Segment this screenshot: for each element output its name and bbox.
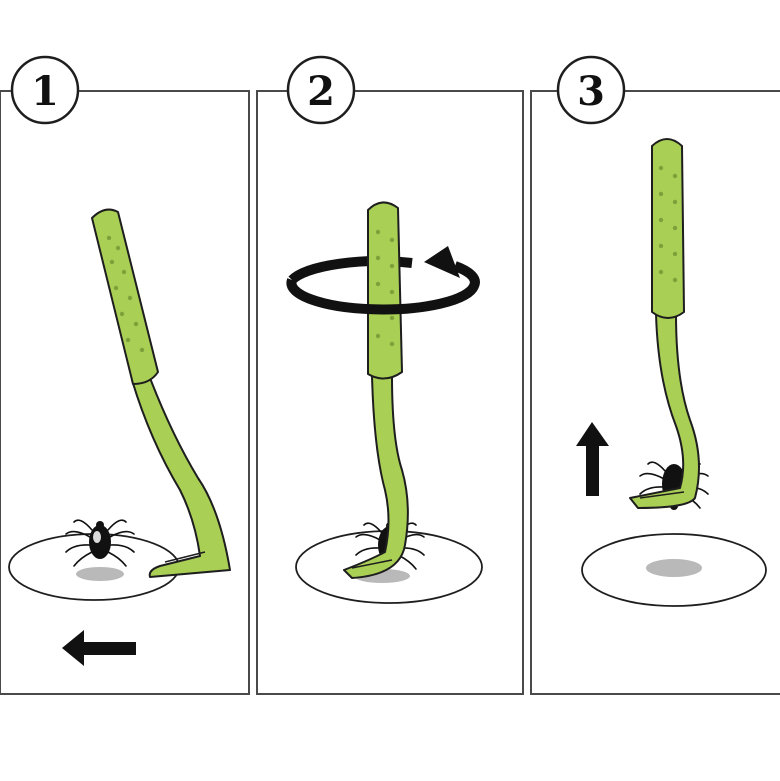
step-number: 1	[31, 68, 59, 115]
tick-removal-tool	[629, 138, 700, 509]
bite-shadow	[76, 567, 124, 581]
arrow-left-icon	[62, 630, 136, 666]
bite-shadow	[646, 559, 702, 577]
step-number: 2	[307, 68, 335, 115]
step-number-badge: 1	[10, 55, 80, 125]
tick-removal-tool	[91, 208, 231, 578]
panel-frame	[0, 90, 250, 695]
panel-step-3: 3	[530, 55, 780, 695]
rotate-arrow-icon	[286, 246, 480, 315]
panel-step-1: 1	[0, 55, 250, 695]
tick-removal-tool	[343, 201, 409, 579]
step-number-badge: 2	[286, 55, 356, 125]
tick	[65, 519, 135, 567]
step-number-badge: 3	[556, 55, 626, 125]
panel-step-2: 2	[256, 55, 524, 695]
step-number: 3	[577, 68, 605, 115]
arrow-up-icon	[576, 422, 609, 496]
